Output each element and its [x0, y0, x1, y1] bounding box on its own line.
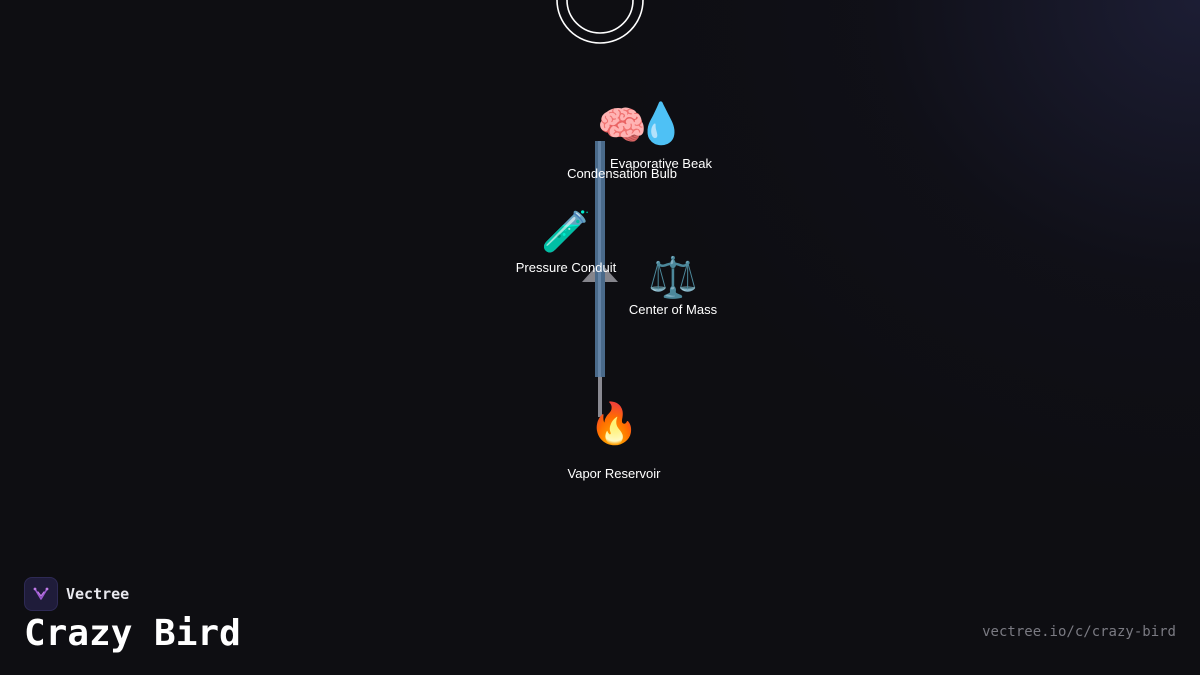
test-tube-icon: 🧪 [541, 209, 591, 255]
lower-stem [598, 377, 602, 417]
evaporative-beak-label: Evaporative Beak [610, 156, 712, 171]
fire-icon: 🔥 [589, 401, 639, 447]
droplet-icon: 💧 [636, 101, 686, 147]
brand: Vectree [24, 577, 129, 611]
top-ring-outer [556, 0, 644, 44]
node-condensation-bulb[interactable]: 🧠 Condensation Bulb [560, 104, 684, 181]
node-center-of-mass[interactable]: ⚖️ Center of Mass [620, 256, 726, 317]
top-ring-inner [566, 0, 634, 34]
balance-scale-icon: ⚖️ [648, 255, 698, 301]
source-url[interactable]: vectree.io/c/crazy-bird [982, 624, 1176, 640]
page-title: Crazy Bird [24, 613, 241, 654]
vapor-reservoir-label: Vapor Reservoir [567, 466, 661, 481]
vectree-logo-icon [24, 577, 58, 611]
node-pressure-conduit[interactable]: 🧪 Pressure Conduit [508, 210, 624, 275]
node-evaporative-beak[interactable]: 💧 Evaporative Beak [604, 102, 718, 171]
node-vapor-reservoir[interactable]: 🔥 Vapor Reservoir [560, 402, 668, 481]
glass-tube-highlight [598, 141, 601, 377]
brand-name: Vectree [66, 585, 130, 603]
center-of-mass-label: Center of Mass [628, 302, 718, 317]
condensation-bulb-label: Condensation Bulb [567, 166, 677, 181]
pressure-conduit-label: Pressure Conduit [515, 260, 617, 275]
brain-icon: 🧠 [597, 103, 647, 149]
